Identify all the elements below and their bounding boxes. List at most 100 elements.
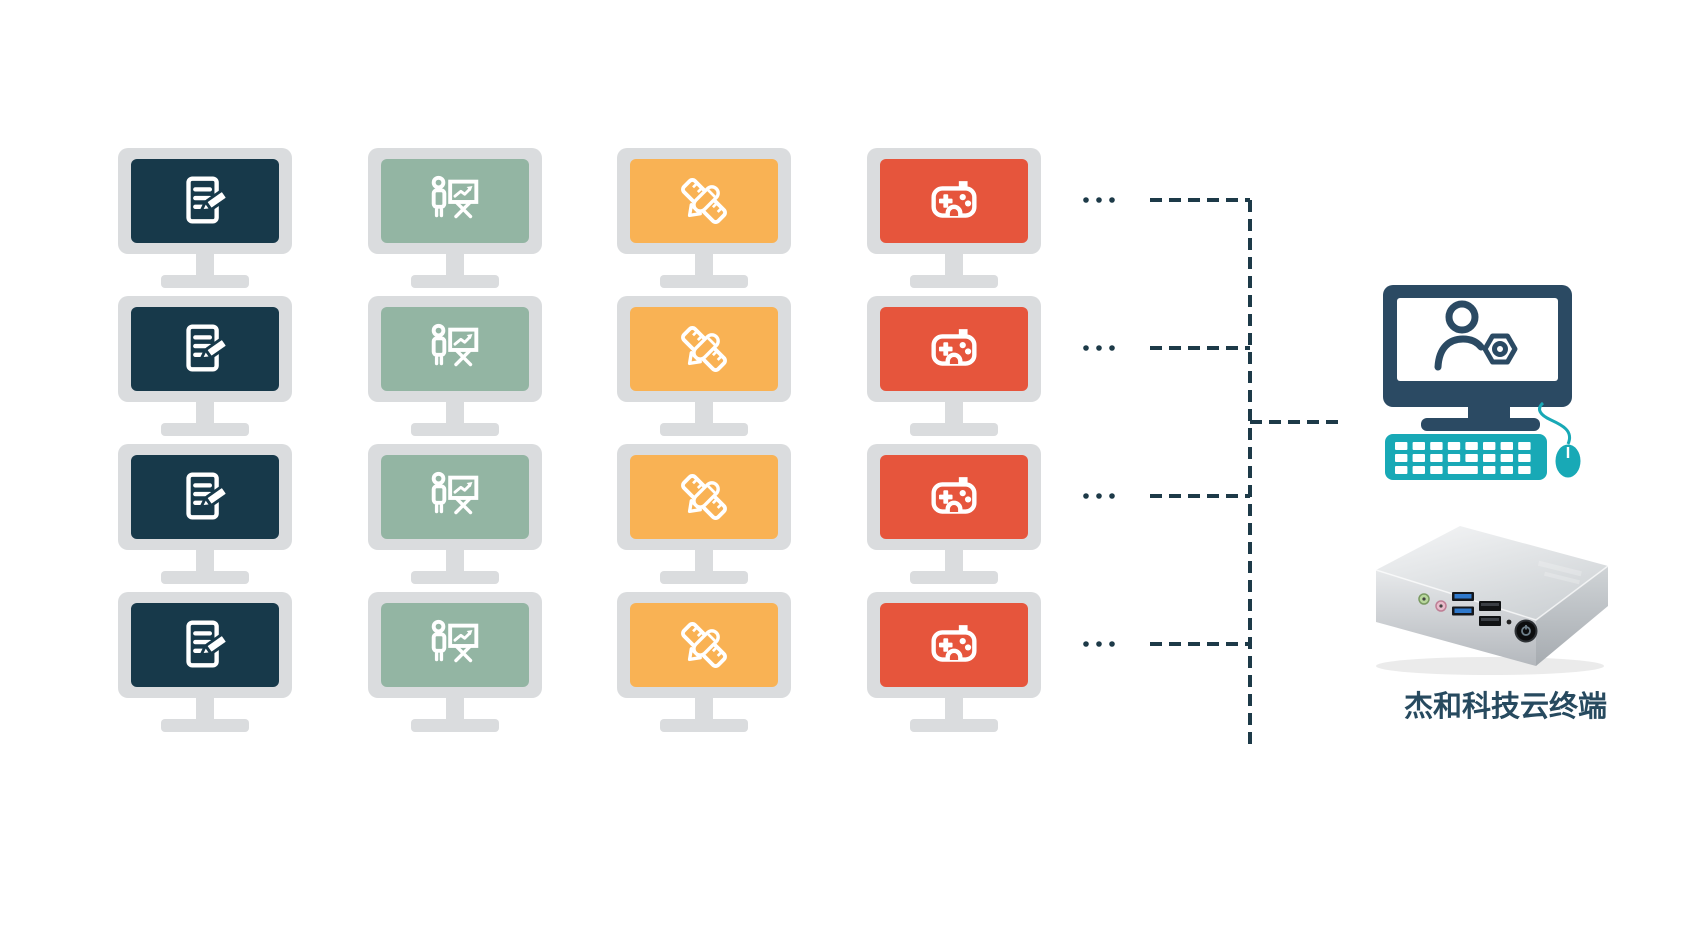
keyboard-key [1518,442,1531,450]
monitor-stand-base [161,719,249,732]
device-shadow [1376,657,1604,675]
document-edit-icon [186,324,229,372]
presentation-icon [431,471,479,515]
client-monitor-row4-col1 [118,592,292,732]
monitor-stand-base [660,719,748,732]
monitor-stand-neck [196,549,214,571]
monitor-stand-base [411,719,499,732]
monitor-frame [617,296,791,402]
keyboard-key [1412,454,1425,462]
presentation-icon [431,175,479,219]
client-monitor-row3-col3 [617,444,791,584]
monitor-frame [118,148,292,254]
keyboard-key [1500,466,1513,474]
device-top-face [1376,526,1608,620]
monitor-stand [1421,406,1540,431]
monitor-screen [630,455,778,539]
monitor-stand-base [910,275,998,288]
monitor-stand-base [660,275,748,288]
usb2-ports [1479,601,1501,626]
monitor-frame [368,296,542,402]
client-monitor-row1-col4 [867,148,1041,288]
spacebar-key [1447,466,1478,474]
monitor-stand-neck [446,549,464,571]
admin-monitor [1383,285,1572,431]
cloud-terminal-device [1375,526,1609,675]
monitor-stand-base [910,719,998,732]
monitor-stand-base [910,423,998,436]
monitor-frame [368,444,542,550]
monitor-frame [617,148,791,254]
monitor-stand-neck [945,253,963,275]
document-edit-icon [186,176,229,224]
mouse-cable [1538,401,1571,445]
gamepad-icon [931,477,977,514]
monitor-screen [880,603,1028,687]
monitor-frame [617,444,791,550]
keyboard-key [1412,442,1425,450]
monitor-screen [131,159,279,243]
client-monitor-row2-col3 [617,296,791,436]
reset-pinhole [1506,619,1512,625]
presentation-icon [431,619,479,663]
monitor-stand-neck [446,253,464,275]
monitor-screen [381,159,529,243]
keyboard-key [1430,454,1443,462]
monitor-stand-base [660,571,748,584]
row-1-ellipsis-dot [1083,197,1089,203]
client-monitor-row4-col2 [368,592,542,732]
monitor-stand-neck [695,697,713,719]
ruler-pencil-icon [681,326,727,372]
row-1-ellipsis-dot [1109,197,1115,203]
device-logo-emboss [1537,560,1582,585]
power-button [1514,619,1538,643]
audio-jack-pink [1435,600,1447,612]
keyboard-key [1447,454,1461,462]
monitor-stand-neck [695,253,713,275]
audio-jack-green [1418,593,1430,605]
row-3-ellipsis-dot [1096,493,1102,499]
row-4-ellipsis-dot [1109,641,1115,647]
monitor-screen [880,307,1028,391]
keyboard-key [1465,454,1478,462]
keyboard-key [1430,466,1443,474]
keyboard-icon [1385,434,1547,480]
monitor-frame [867,296,1041,402]
terminal-label: 杰和科技云终端 [1404,691,1608,723]
presentation-icon [431,323,479,367]
monitor-stand-neck [196,697,214,719]
monitor-stand-neck [945,697,963,719]
monitor-stand-base [161,423,249,436]
monitor-stand-base [411,275,499,288]
row-2-ellipsis-dot [1096,345,1102,351]
monitor-frame [368,592,542,698]
usb3-ports [1452,592,1474,616]
keyboard-key [1395,466,1408,474]
row-1-ellipsis-dot [1096,197,1102,203]
client-monitor-row2-col1 [118,296,292,436]
monitor-screen [630,603,778,687]
device-front-face [1376,570,1536,666]
gamepad-icon [931,329,977,366]
monitor-stand-neck [945,549,963,571]
admin-workstation [1383,285,1581,480]
monitor-stand-neck [446,697,464,719]
monitor-screen [381,455,529,539]
document-edit-icon [186,472,229,520]
monitor-stand-neck [945,401,963,423]
document-edit-icon [186,620,229,668]
row-2-ellipsis-dot [1109,345,1115,351]
keyboard-key [1518,466,1531,474]
monitor-stand-base [161,275,249,288]
monitor-stand-neck [196,401,214,423]
keyboard-key [1447,442,1461,450]
monitor-frame [867,148,1041,254]
keyboard-key [1395,442,1408,450]
monitor-frame [118,592,292,698]
client-monitor-row1-col2 [368,148,542,288]
monitor-frame [867,592,1041,698]
keyboard-key [1465,442,1478,450]
ruler-pencil-icon [681,178,727,224]
